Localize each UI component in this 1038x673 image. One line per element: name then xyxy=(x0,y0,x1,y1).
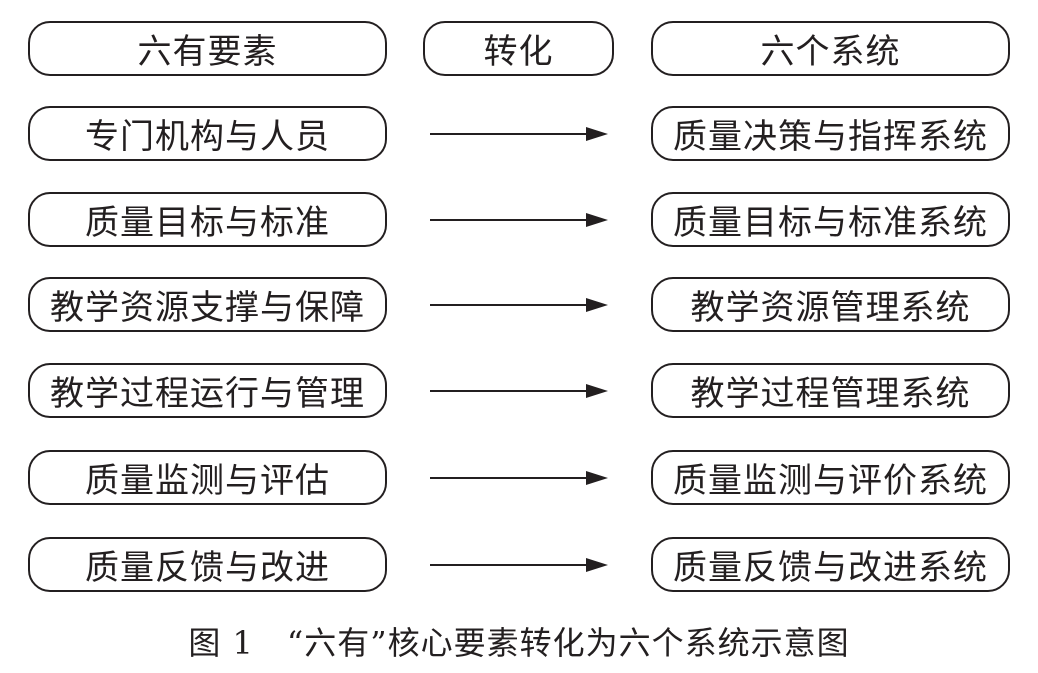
header-systems-box: 六个系统 xyxy=(651,21,1010,76)
system-box-3: 教学资源管理系统 xyxy=(651,277,1010,332)
element-box-6: 质量反馈与改进 xyxy=(28,537,387,592)
system-box-4: 教学过程管理系统 xyxy=(651,363,1010,418)
system-label-4: 教学过程管理系统 xyxy=(690,374,971,414)
arrow-2 xyxy=(430,213,608,227)
header-elements-box: 六有要素 xyxy=(28,21,387,76)
figure-caption: 图 1 “六有”核心要素转化为六个系统示意图 xyxy=(188,624,850,662)
system-label-2: 质量目标与标准系统 xyxy=(673,203,988,243)
system-box-1: 质量决策与指挥系统 xyxy=(651,106,1010,161)
system-label-5: 质量监测与评价系统 xyxy=(673,461,988,501)
system-label-6: 质量反馈与改进系统 xyxy=(673,548,988,588)
system-box-5: 质量监测与评价系统 xyxy=(651,450,1010,505)
arrow-5 xyxy=(430,471,608,485)
arrow-6 xyxy=(430,558,608,572)
element-label-5: 质量监测与评估 xyxy=(85,461,330,501)
system-box-2: 质量目标与标准系统 xyxy=(651,192,1010,247)
arrow-1 xyxy=(430,127,608,141)
system-box-6: 质量反馈与改进系统 xyxy=(651,537,1010,592)
element-box-2: 质量目标与标准 xyxy=(28,192,387,247)
element-box-3: 教学资源支撑与保障 xyxy=(28,277,387,332)
element-box-4: 教学过程运行与管理 xyxy=(28,363,387,418)
element-box-5: 质量监测与评估 xyxy=(28,450,387,505)
element-label-6: 质量反馈与改进 xyxy=(85,548,330,588)
element-label-2: 质量目标与标准 xyxy=(85,203,330,243)
element-label-4: 教学过程运行与管理 xyxy=(50,374,365,414)
system-label-1: 质量决策与指挥系统 xyxy=(673,117,988,157)
header-transform-label: 转化 xyxy=(483,32,554,72)
element-box-1: 专门机构与人员 xyxy=(28,106,387,161)
element-label-3: 教学资源支撑与保障 xyxy=(50,288,365,328)
header-elements-label: 六有要素 xyxy=(137,32,278,72)
arrow-3 xyxy=(430,298,608,312)
arrow-4 xyxy=(430,384,608,398)
header-systems-label: 六个系统 xyxy=(760,32,901,72)
element-label-1: 专门机构与人员 xyxy=(85,117,330,157)
system-label-3: 教学资源管理系统 xyxy=(690,288,971,328)
header-transform-box: 转化 xyxy=(423,21,614,76)
